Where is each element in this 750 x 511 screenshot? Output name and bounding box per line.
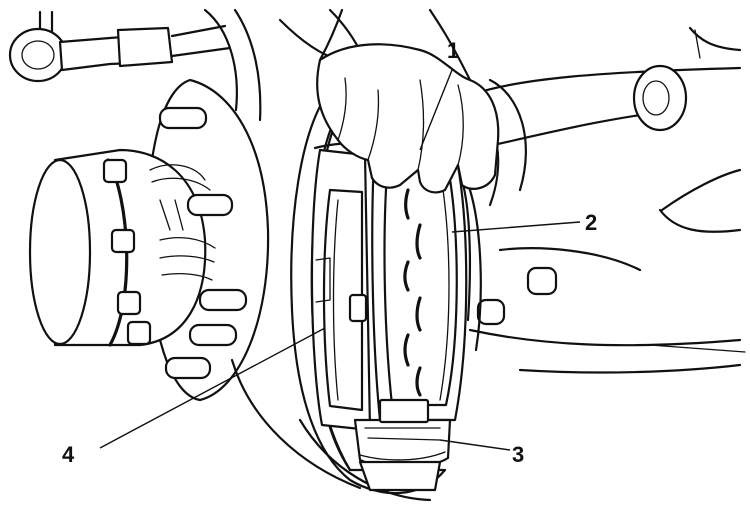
callout-1: 1 (447, 38, 459, 63)
leader-3 (439, 439, 511, 451)
technician-hand (316, 8, 500, 194)
leader-2 (451, 221, 581, 233)
callout-4: 4 (62, 442, 75, 467)
lower-control-arm (468, 26, 746, 374)
callout-labels: 1 2 3 4 (62, 38, 597, 467)
outer-brake-pad (371, 138, 468, 422)
wheel-hub (28, 78, 270, 402)
pad-retaining-clip (353, 398, 452, 492)
callout-2: 2 (585, 210, 597, 235)
leader-4 (99, 327, 326, 449)
callout-3: 3 (512, 442, 524, 467)
leader-lines (99, 69, 581, 451)
leader-1 (419, 69, 453, 151)
tie-rod-end (8, 10, 232, 83)
inner-brake-pad (310, 148, 372, 432)
